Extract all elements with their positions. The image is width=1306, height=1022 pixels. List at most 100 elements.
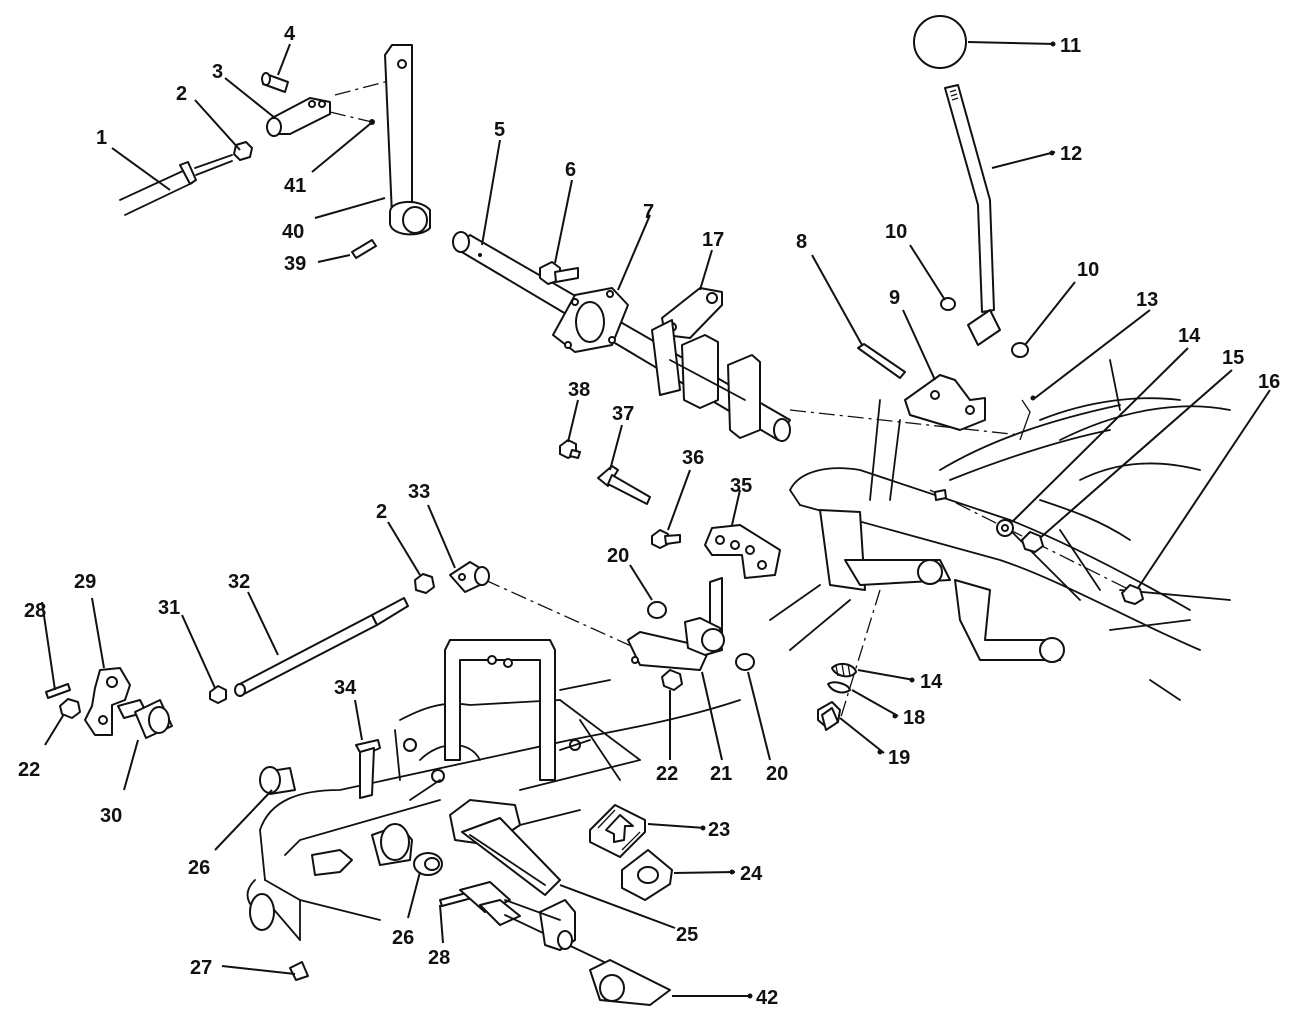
flange-bearing xyxy=(552,287,629,353)
jam-nut-upper xyxy=(233,141,253,161)
callout-41: 41 xyxy=(284,175,306,197)
hex-nut-left xyxy=(59,698,81,719)
center-lines xyxy=(329,77,1131,721)
pivot-pin xyxy=(597,465,651,505)
jam-nut-lower xyxy=(414,573,435,594)
hex-nut-mid xyxy=(661,669,683,691)
callout-13: 13 xyxy=(1136,289,1158,311)
callout-6: 6 xyxy=(565,159,576,181)
bushing-spacer-b xyxy=(735,653,755,671)
brake-arm xyxy=(627,577,725,671)
callout-4: 4 xyxy=(284,23,296,45)
callout-35: 35 xyxy=(730,475,752,497)
callout-14b: 14 xyxy=(920,671,943,693)
callout-28b: 28 xyxy=(428,947,450,969)
callout-22b: 22 xyxy=(656,763,678,785)
callout-38: 38 xyxy=(568,379,590,401)
clevis xyxy=(266,97,331,137)
callout-2b: 2 xyxy=(376,501,387,523)
leader-lines xyxy=(41,41,1271,999)
callout-36: 36 xyxy=(682,447,704,469)
callout-20a: 20 xyxy=(607,545,629,567)
callout-28a: 28 xyxy=(24,600,46,622)
callout-10a: 10 xyxy=(885,221,907,243)
callout-33: 33 xyxy=(408,481,430,503)
callout-22a: 22 xyxy=(18,759,40,781)
bushing-bottom xyxy=(413,852,443,876)
callout-26a: 26 xyxy=(188,857,210,879)
callout-40: 40 xyxy=(282,221,304,243)
bottom-bolt xyxy=(289,961,309,981)
callout-37: 37 xyxy=(612,403,634,425)
clevis-pin-small xyxy=(827,681,851,694)
callout-39: 39 xyxy=(284,253,306,275)
callout-14a: 14 xyxy=(1178,325,1201,347)
bushing-left xyxy=(259,766,296,795)
pivot-bushing xyxy=(817,701,841,731)
brake-pedal-pad xyxy=(461,817,561,896)
pedal-lever xyxy=(589,959,671,1006)
callout-34: 34 xyxy=(334,677,357,699)
pedal-bracket xyxy=(704,524,781,579)
callout-17: 17 xyxy=(702,229,724,251)
callout-24: 24 xyxy=(740,863,763,885)
callout-23: 23 xyxy=(708,819,730,841)
callout-10b: 10 xyxy=(1077,259,1099,281)
mounting-bracket xyxy=(904,374,986,431)
callout-2: 2 xyxy=(176,83,187,105)
callout-27: 27 xyxy=(190,957,212,979)
roll-pin xyxy=(351,239,377,259)
callout-18: 18 xyxy=(903,707,925,729)
callout-11: 11 xyxy=(1060,35,1081,57)
bushing-spacer-a xyxy=(647,601,667,619)
shift-knob xyxy=(913,15,967,69)
cotter-pin xyxy=(1019,399,1031,441)
pedal-decal xyxy=(589,804,646,858)
callout-42: 42 xyxy=(756,987,778,1009)
callout-8: 8 xyxy=(796,231,807,253)
lever-arm xyxy=(384,44,431,236)
link-plate xyxy=(84,667,131,736)
hex-bolt-small xyxy=(559,439,581,459)
callout-31: 31 xyxy=(158,597,180,619)
left-frame-assembly xyxy=(246,639,741,941)
callout-3: 3 xyxy=(212,61,223,83)
hairpin-clip xyxy=(369,119,375,125)
rod-end xyxy=(449,561,490,593)
callout-16: 16 xyxy=(1258,371,1280,393)
callout-1: 1 xyxy=(96,127,107,149)
spacer-right xyxy=(1011,342,1029,358)
nut-small xyxy=(209,685,227,704)
pedal-shaft xyxy=(439,881,651,986)
callout-25: 25 xyxy=(676,924,698,946)
callout-21: 21 xyxy=(710,763,732,785)
pedal-arm-assembly xyxy=(651,287,761,439)
flange-bolt xyxy=(539,261,579,285)
countersunk-bolt xyxy=(355,739,381,799)
callout-19: 19 xyxy=(888,747,910,769)
shift-lever xyxy=(944,84,1001,346)
callout-12: 12 xyxy=(1060,143,1082,165)
spacer-left xyxy=(940,297,956,311)
lock-nut xyxy=(1121,584,1144,605)
callout-26b: 26 xyxy=(392,927,414,949)
shoulder-pin xyxy=(117,699,173,739)
callout-labels: 1 2 3 4 5 6 7 8 9 10 10 11 12 13 14 15 1… xyxy=(18,23,1280,1009)
callout-20b: 20 xyxy=(766,763,788,785)
callout-5: 5 xyxy=(494,119,505,141)
spring xyxy=(831,662,857,678)
callout-9: 9 xyxy=(889,287,900,309)
callout-30: 30 xyxy=(100,805,122,827)
callout-15: 15 xyxy=(1222,347,1244,369)
linkage-rod xyxy=(119,154,233,216)
callout-29: 29 xyxy=(74,571,96,593)
long-bolt xyxy=(857,343,906,379)
cotter-pin-left xyxy=(45,683,71,699)
pedal-pad-plate xyxy=(621,849,673,901)
carriage-bolt xyxy=(651,529,681,549)
clevis-pin xyxy=(261,72,289,93)
callout-7: 7 xyxy=(643,201,654,223)
brake-rod xyxy=(234,597,409,697)
callout-32: 32 xyxy=(228,571,250,593)
